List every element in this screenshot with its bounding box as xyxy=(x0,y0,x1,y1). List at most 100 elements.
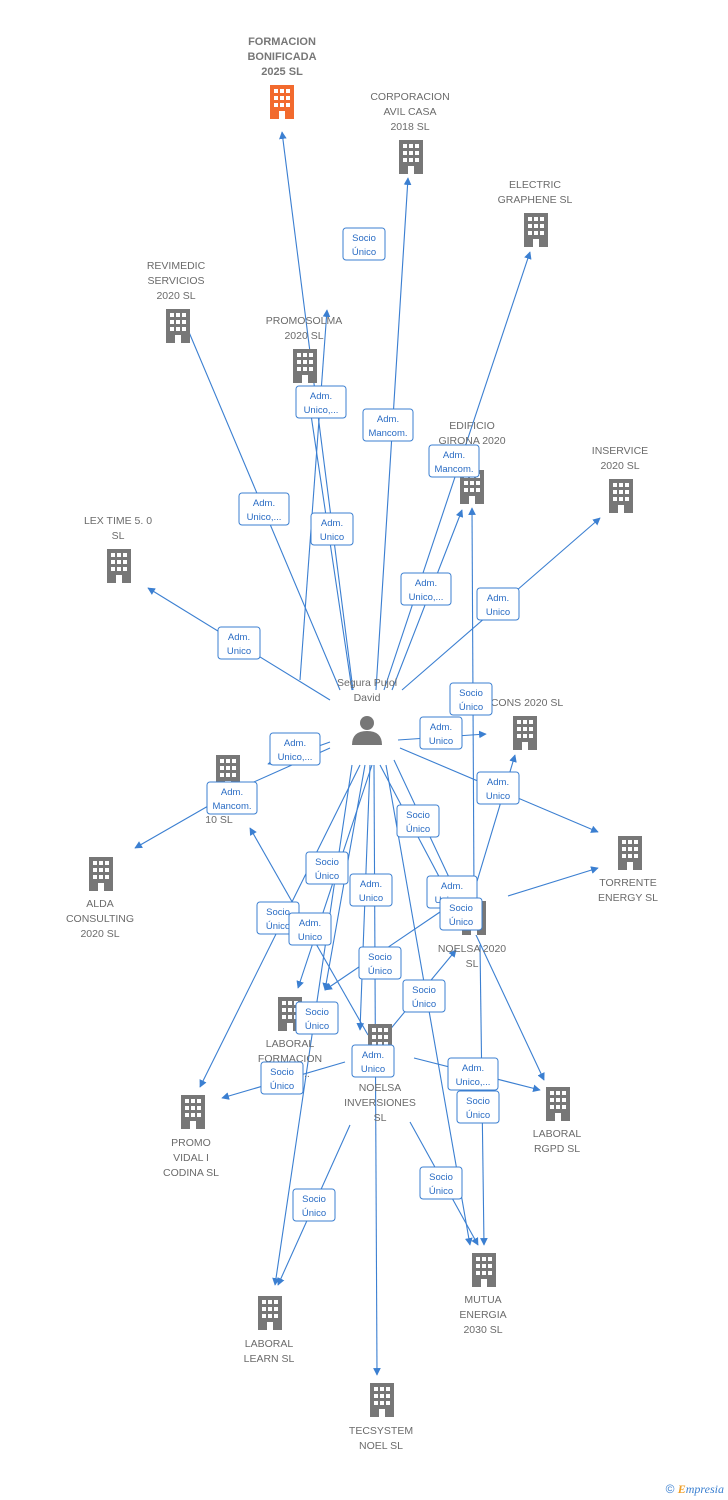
company-label: ELECTRIC xyxy=(509,179,561,191)
relationship-text: Único xyxy=(270,1081,294,1092)
relationship-label[interactable]: Adm. Unico xyxy=(476,771,520,805)
relationship-text: Unico xyxy=(359,893,383,904)
relationship-text: Unico,... xyxy=(278,752,313,763)
building-icon xyxy=(472,1253,496,1287)
building-icon xyxy=(89,857,113,891)
relationship-label[interactable]: Adm.Unico xyxy=(217,626,261,660)
company-label: GRAPHENE SL xyxy=(498,194,573,206)
company-label: MUTUA xyxy=(464,1294,501,1306)
person-icon xyxy=(352,716,382,745)
company-label: NOELSA xyxy=(359,1082,402,1094)
company-label: RGPD SL xyxy=(534,1143,580,1155)
relationship-text: Socio xyxy=(266,907,290,918)
company-node-inservice[interactable]: INSERVICE 2020 SL xyxy=(592,445,648,513)
building-icon xyxy=(166,309,190,343)
relationship-label[interactable]: Adm. Mancom. xyxy=(428,444,480,478)
edge-line xyxy=(299,309,331,681)
relationship-text: Adm. xyxy=(443,450,465,461)
relationship-text: Único xyxy=(368,966,392,977)
relationship-label[interactable]: Adm.Mancom. xyxy=(206,781,258,815)
company-label: CONSULTING xyxy=(66,913,134,925)
building-icon xyxy=(618,836,642,870)
brand-footer[interactable]: © Empresia xyxy=(666,1482,724,1497)
relationship-text: Unico,... xyxy=(409,592,444,603)
person-label: Segura Pujol xyxy=(337,677,397,689)
building-icon xyxy=(107,549,131,583)
relationship-text: Único xyxy=(302,1208,326,1219)
company-label: VIDAL I xyxy=(173,1152,209,1164)
relationship-label[interactable]: Adm.Unico,... xyxy=(238,492,290,526)
company-label: FORMACION xyxy=(248,36,316,48)
relationship-label[interactable]: Adm.Unico,... xyxy=(447,1057,499,1091)
company-label: INVERSIONES xyxy=(344,1097,416,1109)
company-label: LABORAL xyxy=(266,1038,315,1050)
relationship-label[interactable]: Adm.Unico,... xyxy=(269,732,321,766)
relationship-text: Socio xyxy=(270,1067,294,1078)
relationship-text: Adm. xyxy=(299,918,321,929)
company-label: SL xyxy=(466,958,479,970)
relationship-label[interactable]: Adm. Unico xyxy=(419,716,463,750)
relationship-label[interactable]: Adm.Unico xyxy=(310,512,354,546)
relationship-text: Adm. xyxy=(362,1050,384,1061)
company-label: 2020 SL xyxy=(600,460,639,472)
relationship-text: Unico xyxy=(486,791,510,802)
company-label: AVIL CASA xyxy=(383,106,436,118)
relationship-label[interactable]: Adm.Unico xyxy=(288,912,332,946)
relationship-label[interactable]: Adm.Mancom. xyxy=(362,408,414,442)
relationship-text: Único xyxy=(466,1110,490,1121)
company-label: INSERVICE xyxy=(592,445,648,457)
relationship-label[interactable]: Adm.Unico xyxy=(351,1044,395,1078)
relationship-label[interactable]: Adm.Unico,... xyxy=(295,385,347,419)
relationship-text: Único xyxy=(412,999,436,1010)
relationship-label[interactable]: Adm.Unico xyxy=(476,587,520,621)
relationship-text: Unico xyxy=(429,736,453,747)
building-icon xyxy=(609,479,633,513)
company-label: CORPORACION xyxy=(370,91,449,103)
relationship-text: Adm. xyxy=(487,593,509,604)
relationship-text: Mancom. xyxy=(434,464,473,475)
relationship-text: Adm. xyxy=(487,777,509,788)
company-label: SERVICIOS xyxy=(148,275,205,287)
relationship-label[interactable]: Adm. Unico xyxy=(349,873,393,907)
relationship-label[interactable]: Adm.Unico,... xyxy=(400,572,452,606)
relationship-text: Adm. xyxy=(430,722,452,733)
company-node-electric[interactable]: ELECTRIC GRAPHENE SL xyxy=(498,179,573,247)
relationship-text: Único xyxy=(266,921,290,932)
edge-labels-layer: SocioÚnicoAdm.Unico,...Adm.Mancom.Adm.Ma… xyxy=(206,227,520,1222)
company-node-lextime[interactable]: LEX TIME 5. 0SL xyxy=(84,515,152,583)
relationship-text: Adm. xyxy=(221,787,243,798)
company-node-cons2020[interactable]: CONS 2020 SL xyxy=(491,697,564,750)
relationship-text: Adm. xyxy=(360,879,382,890)
copyright-icon: © xyxy=(665,1482,675,1496)
relationship-text: Adm. xyxy=(462,1063,484,1074)
building-icon xyxy=(546,1087,570,1121)
company-label: 2020 SL xyxy=(80,928,119,940)
